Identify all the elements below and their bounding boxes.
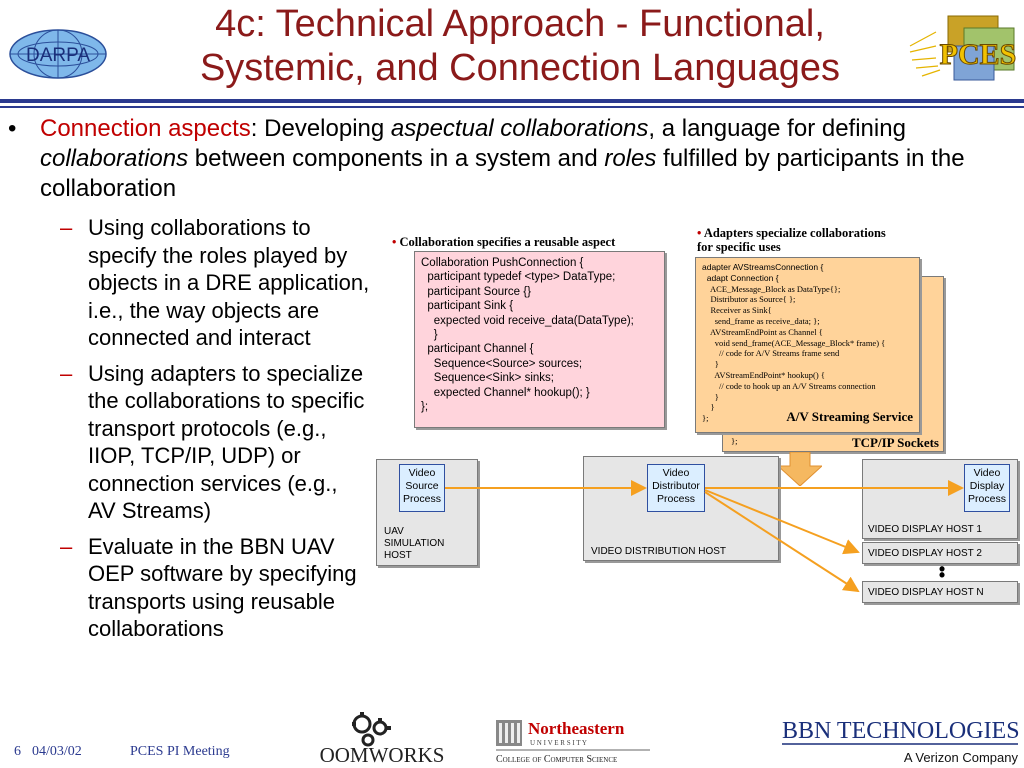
- host-label: VIDEO DISTRIBUTION HOST: [591, 546, 727, 557]
- title-rule-thin: [0, 106, 1024, 108]
- arrow-distributor-to-display-n: [704, 491, 860, 593]
- av-streaming-label: A/V Streaming Service: [786, 409, 913, 424]
- footer-meeting: PCES PI Meeting: [130, 744, 230, 759]
- code-line: }: [702, 402, 715, 413]
- code-line: // code for A/V Streams frame send: [702, 348, 840, 359]
- vertical-ellipsis: • •: [938, 559, 946, 585]
- sub-bullet-text: Using collaborations to specify the role…: [88, 215, 370, 350]
- code-line: adapter AVStreamsConnection {: [702, 262, 824, 272]
- main-text-4: fulfilled by participants in the collabo…: [40, 145, 965, 202]
- video-display-host-n: VIDEO DISPLAY HOST N: [862, 581, 1018, 603]
- sub-bullet-item: – Using collaborations to specify the ro…: [60, 214, 370, 352]
- page-number: 6: [14, 744, 21, 759]
- code-line: };: [702, 413, 709, 424]
- main-text-1: : Developing: [250, 115, 391, 142]
- caption-collaboration: • Collaboration specifies a reusable asp…: [392, 235, 692, 249]
- slide-title: 4c: Technical Approach - Functional, Sys…: [120, 2, 920, 90]
- sub-bullet-list: – Using collaborations to specify the ro…: [60, 214, 370, 651]
- arrow-distributor-to-display-2: [704, 489, 860, 555]
- video-display-process: Video Display Process: [964, 464, 1010, 512]
- sub-bullet-dash: –: [60, 360, 73, 386]
- sub-bullet-text: Evaluate in the BBN UAV OEP software by …: [88, 533, 357, 642]
- sub-bullet-item: – Using adapters to specialize the colla…: [60, 360, 370, 525]
- caption-bullet: •: [697, 226, 702, 240]
- code-line: AVStreamEndPoint as Channel {: [702, 326, 823, 337]
- video-distributor-process: Video Distributor Process: [647, 464, 705, 512]
- code-line: void send_frame(ACE_Message_Block* frame…: [702, 337, 886, 348]
- bullet-marker: •: [8, 115, 17, 142]
- sub-bullet-item: – Evaluate in the BBN UAV OEP software b…: [60, 533, 370, 643]
- bbn-technologies-logo: BBN TECHNOLOGIES A Verizon Company: [782, 718, 1020, 765]
- main-bullet: • Connection aspects: Developing aspectu…: [8, 114, 998, 204]
- down-arrow-icon: [778, 452, 822, 486]
- main-text-2: , a language for defining: [648, 115, 906, 142]
- slide-title-line-1: 4c: Technical Approach - Functional,: [215, 3, 825, 45]
- code-line: adapt Connection {: [702, 272, 779, 283]
- main-italic-3: roles: [604, 145, 657, 172]
- tcp-sockets-label: TCP/IP Sockets: [851, 435, 939, 450]
- code-line: expected Channel* hookup(); }: [421, 386, 590, 399]
- collaboration-code-box: Collaboration PushConnection { participa…: [414, 251, 665, 428]
- main-italic-1: aspectual collaborations: [390, 115, 649, 142]
- code-line: send_frame as receive_data; };: [702, 315, 820, 326]
- code-line: expected void receive_data(DataType);: [421, 314, 634, 327]
- sub-bullet-dash: –: [60, 533, 73, 559]
- northeastern-logo: Northeastern U N I V E R S I T Y College…: [496, 719, 650, 765]
- code-line: participant Sink {: [421, 300, 514, 313]
- caption-adapters-line-2: for specific uses: [697, 240, 781, 254]
- pces-logo-text: PCES: [940, 38, 1017, 71]
- code-line: };: [421, 401, 429, 414]
- code-line: }: [702, 391, 719, 402]
- sub-bullet-text: Using adapters to specialize the collabo…: [88, 360, 365, 524]
- code-line: Receiver as Sink{: [702, 305, 772, 316]
- connection-aspects-term: Connection aspects: [40, 115, 251, 142]
- pces-logo: PCES: [909, 15, 1017, 81]
- adapter-card-av-streams: adapter AVStreamsConnection { adapt Conn…: [695, 257, 920, 433]
- caption-adapters-line-1: Adapters specialize collaborations: [703, 226, 886, 240]
- code-line: ACE_Message_Block as DataType{};: [702, 283, 841, 294]
- oomworks-logo-text: OOMWORKS: [320, 743, 445, 766]
- code-line: Sequence<Source> sources;: [421, 357, 583, 370]
- video-distribution-host: VIDEO DISTRIBUTION HOST: [583, 456, 779, 561]
- code-line: };: [731, 436, 738, 446]
- code-line: participant typedef <type> DataType;: [421, 271, 616, 284]
- sub-bullet-dash: –: [60, 215, 73, 240]
- bbn-logo-text: BBN TECHNOLOGIES: [782, 718, 1020, 744]
- video-display-host-2: VIDEO DISPLAY HOST 2: [862, 542, 1018, 564]
- caption-adapters: • Adapters specialize collaborations for…: [697, 226, 957, 254]
- verizon-text: A Verizon Company: [904, 750, 1019, 765]
- code-line: participant Source {}: [421, 285, 531, 298]
- code-line: Sequence<Sink> sinks;: [421, 372, 554, 385]
- northeastern-text: Northeastern: [528, 719, 625, 738]
- title-rule-thick: [0, 99, 1024, 103]
- code-line: }: [702, 359, 719, 370]
- darpa-logo: DARPA: [9, 29, 107, 79]
- slide-title-line-2: Systemic, and Connection Languages: [199, 47, 841, 89]
- host-label: VIDEO DISPLAY HOST 2: [868, 548, 982, 559]
- caption-bullet: •: [392, 235, 397, 249]
- code-line: }: [421, 329, 438, 342]
- code-line: AVStreamEndPoint* hookup() {: [702, 369, 825, 380]
- main-bullet-text: Connection aspects: Developing aspectual…: [40, 114, 998, 204]
- main-italic-2: collaborations: [40, 145, 189, 172]
- code-line: Collaboration PushConnection {: [421, 257, 584, 269]
- footer-date: 04/03/02: [32, 744, 82, 759]
- code-line: // code to hook up an A/V Streams connec…: [702, 380, 876, 391]
- caption-collaboration-text: Collaboration specifies a reusable aspec…: [399, 235, 616, 249]
- code-line: Distributor as Source{ };: [702, 294, 796, 305]
- video-source-process: Video Source Process: [399, 464, 445, 512]
- host-label: VIDEO DISPLAY HOST N: [868, 587, 984, 598]
- darpa-logo-text: DARPA: [26, 45, 90, 66]
- code-line: participant Channel {: [421, 343, 534, 356]
- college-text: College of Computer Science: [496, 754, 617, 765]
- host-label: VIDEO DISPLAY HOST 1: [868, 524, 982, 535]
- oomworks-logo: OOMWORKS: [320, 712, 445, 766]
- main-text-3: between components in a system and: [188, 145, 605, 172]
- university-text: U N I V E R S I T Y: [530, 739, 587, 747]
- host-label: UAV SIMULATION HOST: [384, 526, 445, 561]
